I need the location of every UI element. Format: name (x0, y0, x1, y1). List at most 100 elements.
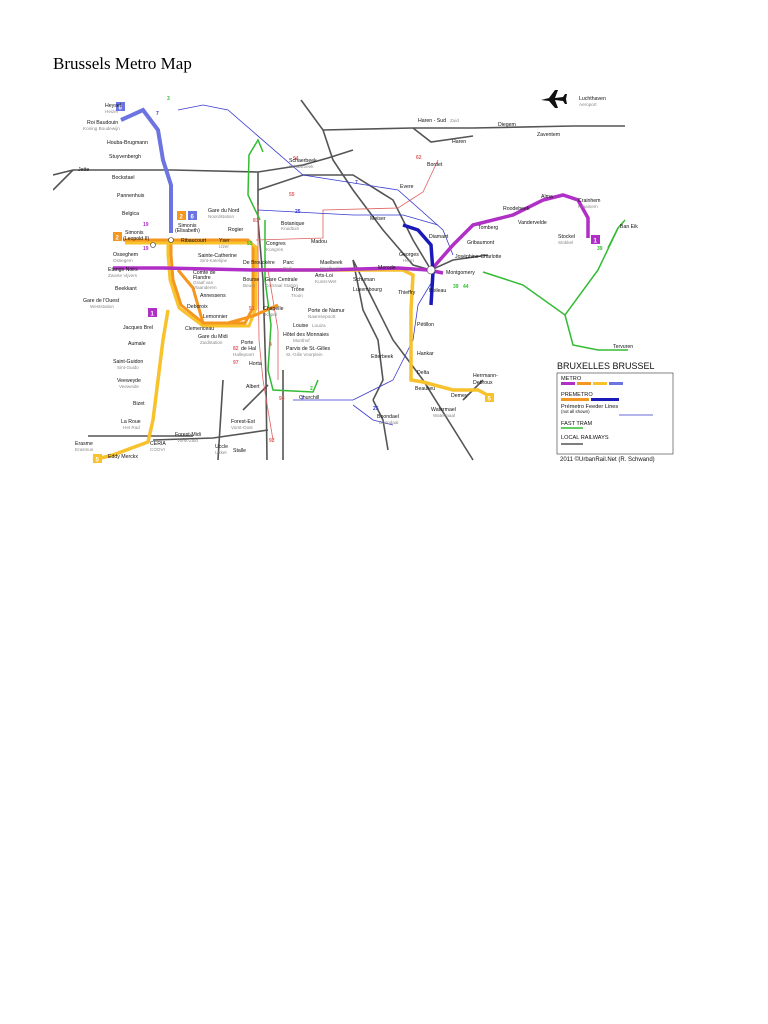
feeder-lines (177, 104, 454, 441)
metro-lines-2-6 (123, 238, 279, 328)
svg-text:97: 97 (233, 360, 239, 366)
svg-text:Georges: Georges (399, 252, 419, 258)
svg-text:Vlaanderen: Vlaanderen (193, 285, 217, 290)
line-1-badge-west-label: 1 (151, 312, 155, 318)
line-5-badge-east-label: 5 (488, 397, 492, 403)
map-credit: 2011 ©UrbanRail.Net (R. Schwand) (560, 456, 655, 463)
svg-text:Arts-Loi: Arts-Loi (315, 273, 333, 279)
svg-text:de Hal: de Hal (241, 346, 256, 352)
svg-text:Parc: Parc (283, 260, 294, 266)
svg-text:Congres: Congres (266, 241, 286, 247)
legend-premetro: PREMETRO (561, 392, 593, 398)
svg-text:Joséphine-Charlotte: Joséphine-Charlotte (455, 254, 502, 260)
svg-text:3: 3 (167, 96, 170, 102)
svg-text:Gare Centrale: Gare Centrale (265, 277, 298, 283)
svg-text:Forest-Midi: Forest-Midi (175, 432, 201, 438)
svg-text:Crainhem: Crainhem (578, 198, 601, 204)
svg-text:La Roue: La Roue (121, 419, 141, 425)
svg-text:Bizet: Bizet (133, 401, 145, 407)
svg-text:Lemonnier: Lemonnier (203, 314, 228, 320)
svg-text:Gare du Nord: Gare du Nord (208, 208, 240, 214)
svg-text:25: 25 (373, 406, 379, 412)
local-railways (53, 99, 625, 461)
svg-text:39: 39 (597, 246, 603, 252)
svg-text:Kongres: Kongres (266, 247, 284, 252)
svg-text:Ukkel: Ukkel (215, 450, 227, 455)
svg-text:Houba-Brugmann: Houba-Brugmann (107, 140, 148, 146)
map-legend: BRUXELLES BRUSSEL METRO PREMETRO Prémetr… (556, 361, 674, 455)
airport-alt: Aeroport (579, 102, 597, 107)
legend-premetro-feeder: Prémetro Feeder Lines (561, 404, 618, 410)
svg-text:Hankar: Hankar (417, 351, 434, 357)
svg-text:Belgica: Belgica (122, 211, 139, 217)
svg-text:Schuman: Schuman (353, 277, 375, 283)
svg-text:Zwarte Vijvers: Zwarte Vijvers (108, 273, 138, 278)
line-2-badge-label: 2 (116, 236, 120, 242)
legend-title: BRUXELLES BRUSSEL (557, 361, 655, 371)
svg-text:CERIA: CERIA (150, 441, 166, 447)
svg-text:Schaerbeek: Schaerbeek (289, 158, 317, 164)
svg-text:Centraal Station: Centraal Station (265, 283, 298, 288)
svg-text:92: 92 (269, 438, 275, 444)
svg-text:Porte de Namur: Porte de Namur (308, 308, 345, 314)
svg-text:Kunst-Wet: Kunst-Wet (315, 279, 337, 284)
svg-text:Munthof: Munthof (293, 338, 310, 343)
svg-text:Ossegem: Ossegem (113, 258, 133, 263)
svg-text:Erasmus: Erasmus (75, 447, 94, 452)
svg-text:Roi Baudouin: Roi Baudouin (87, 120, 118, 126)
svg-text:19: 19 (143, 222, 149, 228)
station-markers (150, 237, 436, 275)
svg-text:Maelbeek: Maelbeek (320, 260, 343, 266)
svg-text:7: 7 (301, 396, 304, 402)
svg-text:Bordet: Bordet (427, 162, 443, 168)
svg-text:Gribaumont: Gribaumont (467, 240, 495, 246)
svg-text:Madou: Madou (311, 239, 327, 245)
svg-text:82: 82 (233, 346, 239, 352)
svg-text:Delta: Delta (417, 370, 429, 376)
svg-text:Etterbeek: Etterbeek (371, 354, 394, 360)
svg-text:Trône: Trône (291, 287, 304, 293)
svg-text:Jacques Brel: Jacques Brel (123, 325, 153, 331)
svg-text:De Brouckère: De Brouckère (243, 260, 275, 266)
svg-text:Tomberg: Tomberg (478, 225, 498, 231)
svg-text:Alma: Alma (541, 194, 553, 200)
svg-text:19: 19 (143, 246, 149, 252)
svg-text:Roodebeek: Roodebeek (503, 206, 530, 212)
svg-text:Jette: Jette (78, 167, 89, 173)
svg-text:Heysel: Heysel (105, 103, 121, 109)
line-6-badge-label: 6 (119, 106, 123, 112)
svg-text:Thieffry: Thieffry (398, 290, 416, 296)
svg-text:IJzer: IJzer (219, 244, 229, 249)
svg-text:Tervuren: Tervuren (613, 344, 633, 350)
svg-text:Forest-Est: Forest-Est (231, 419, 255, 425)
metro-map[interactable]: 6 2 2 6 1 1 5 5 Luchthaven Aeroport 3 7 … (53, 80, 679, 470)
line-2-badge-simonis (177, 211, 186, 220)
line-2-badge-simonis-label: 2 (180, 215, 184, 221)
svg-text:Pétillon: Pétillon (417, 322, 434, 328)
svg-text:Watermael: Watermael (431, 407, 456, 413)
station-labels: Heysel Heizel Roi Baudouin Koning Boudew… (75, 103, 638, 460)
svg-text:Botanique: Botanique (281, 221, 304, 227)
svg-text:Meiser: Meiser (370, 216, 386, 222)
svg-text:Sint-Guido: Sint-Guido (117, 365, 139, 370)
line-6-badge-simonis (188, 211, 197, 220)
svg-text:(Elisabeth): (Elisabeth) (175, 228, 200, 234)
svg-text:55: 55 (289, 192, 295, 198)
svg-text:Schaarbeek: Schaarbeek (289, 164, 314, 169)
fast-tram (247, 138, 628, 393)
svg-text:Kapel: Kapel (265, 312, 277, 317)
svg-text:Evere: Evere (400, 184, 414, 190)
svg-text:Annessens: Annessens (200, 293, 226, 299)
svg-text:Herrmann-: Herrmann- (473, 373, 498, 379)
svg-text:Osseghem: Osseghem (113, 252, 138, 258)
airport-name: Luchthaven (579, 96, 606, 102)
legend-premetro-feeder-note: (not all shown) (561, 409, 590, 414)
svg-text:Gare de l'Ouest: Gare de l'Ouest (83, 298, 120, 304)
svg-text:Troon: Troon (291, 293, 303, 298)
svg-text:Veeweyde: Veeweyde (117, 378, 141, 384)
svg-text:Stokkel: Stokkel (558, 240, 573, 245)
svg-text:Hallepoort: Hallepoort (233, 352, 255, 357)
svg-text:Stalle: Stalle (233, 448, 246, 454)
svg-text:Diegem: Diegem (498, 122, 516, 128)
svg-text:Aumale: Aumale (128, 341, 146, 347)
